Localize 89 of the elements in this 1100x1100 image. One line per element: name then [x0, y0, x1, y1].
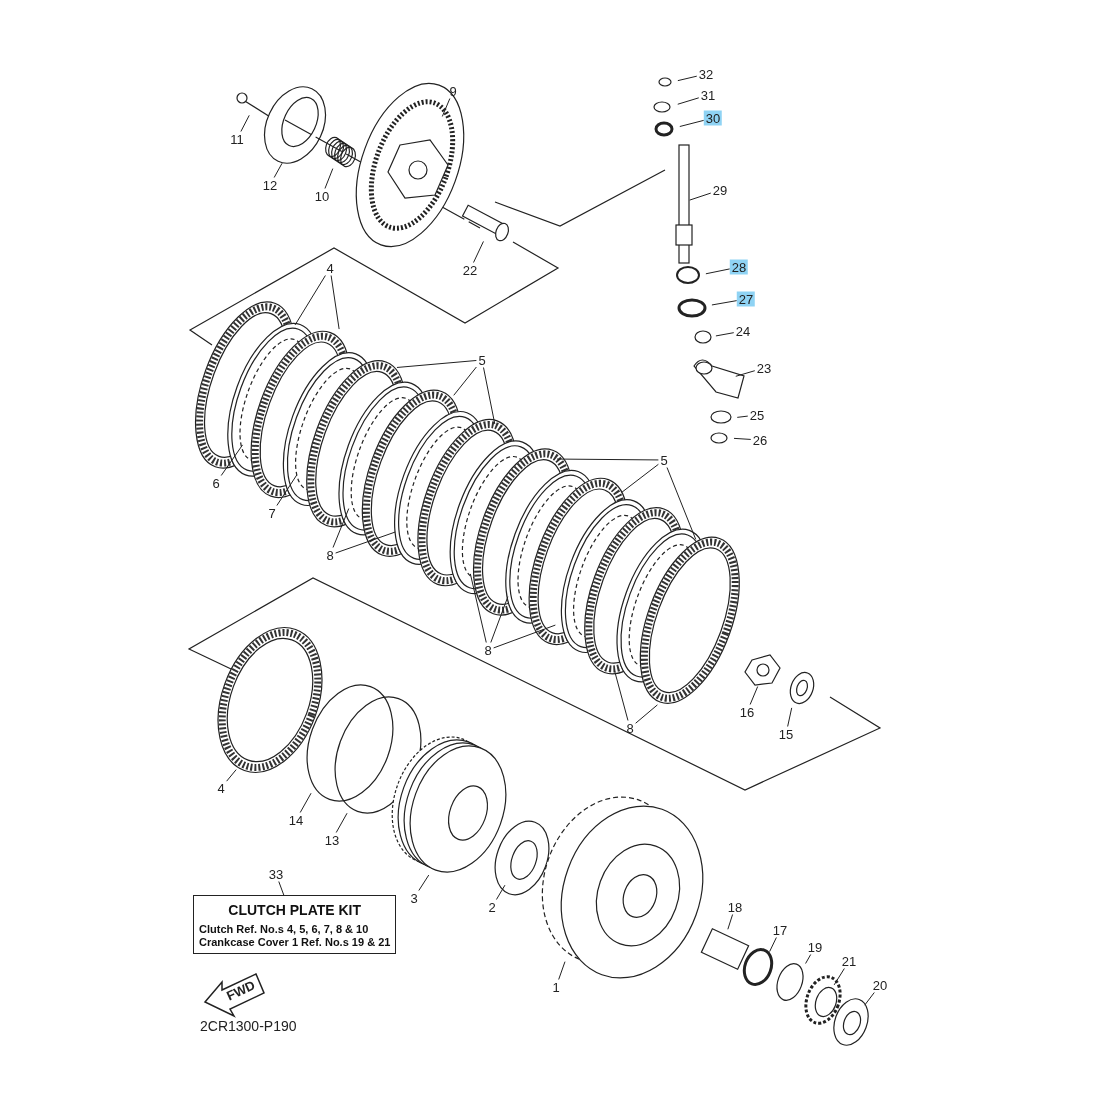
drawing-code: 2CR1300-P190: [200, 1018, 297, 1034]
leader-line: [299, 792, 312, 813]
callout-number: 20: [870, 977, 890, 993]
callout-number: 19: [805, 939, 825, 955]
callout-number: 2: [486, 899, 498, 915]
leader-line: [294, 275, 326, 326]
leader-line: [715, 332, 735, 337]
leader-line: [330, 275, 340, 330]
callout-number: 33: [266, 866, 286, 882]
leader-line: [677, 97, 700, 105]
leader-line: [332, 508, 350, 548]
leader-line: [418, 874, 430, 891]
leader-line: [727, 914, 734, 930]
leader-line: [493, 624, 556, 649]
leader-line: [805, 954, 812, 964]
leader-line: [864, 992, 875, 1006]
kit-note-box: [193, 895, 397, 954]
leader-line: [490, 596, 509, 643]
callout-number: 15: [776, 726, 796, 742]
callout-number: 24: [733, 323, 753, 339]
leader-line: [666, 467, 697, 540]
leader-line: [335, 812, 348, 833]
leader-line: [278, 881, 285, 896]
leader-line: [614, 670, 629, 721]
leader-line: [621, 463, 659, 493]
callout-number: 31: [698, 87, 718, 103]
callout-number: 8: [624, 720, 636, 736]
callout-number: 17: [770, 922, 790, 938]
direction-text: FWD: [224, 977, 258, 1004]
leader-line: [635, 704, 658, 724]
leader-line: [749, 686, 759, 705]
leader-line: [276, 474, 298, 506]
callout-number: 6: [210, 475, 222, 491]
leader-line: [324, 168, 334, 189]
callout-number: 18: [725, 899, 745, 915]
leader-line: [711, 300, 738, 306]
callout-number: 11: [228, 131, 246, 147]
callout-number: 8: [482, 642, 494, 658]
callout-number: 5: [658, 452, 670, 468]
leader-line: [733, 437, 752, 440]
leader-line: [273, 162, 283, 178]
callout-number: 28: [729, 259, 749, 275]
leader-line: [679, 119, 705, 127]
leader-line: [705, 268, 731, 275]
leader-line: [558, 961, 566, 980]
callout-number: 22: [460, 262, 480, 278]
leader-line: [833, 968, 845, 986]
leader-line: [441, 98, 451, 117]
callout-number: 12: [260, 177, 280, 193]
leader-line: [240, 114, 250, 132]
callout-number: 25: [747, 407, 767, 423]
callout-number: 21: [839, 953, 859, 969]
leader-line: [677, 75, 698, 82]
leader-line: [787, 707, 793, 727]
leader-line: [226, 769, 237, 782]
callout-number: 13: [322, 832, 342, 848]
callout-number: 16: [737, 704, 757, 720]
kit-reference-text: Crankcase Cover 1 Ref. No.s 19 & 21: [199, 936, 391, 948]
kit-reference-text: Clutch Ref. No.s 4, 5, 6, 7, 8 & 10: [199, 923, 370, 935]
callout-number: 27: [736, 291, 756, 307]
callout-number: 4: [215, 780, 227, 796]
leader-line: [769, 937, 777, 953]
callout-number: 29: [710, 182, 730, 198]
leader-line: [556, 458, 659, 461]
leader-line: [453, 366, 477, 396]
leader-line: [469, 573, 487, 643]
leader-line: [736, 415, 749, 418]
leader-line: [473, 240, 484, 263]
leader-line: [220, 444, 244, 476]
callout-number: 8: [324, 547, 336, 563]
callout-number: 3: [408, 890, 420, 906]
leader-line: [335, 531, 396, 554]
leader-line: [689, 192, 712, 201]
callout-number: 23: [754, 360, 774, 376]
leader-line: [495, 884, 506, 900]
callout-number: 32: [696, 66, 716, 82]
callout-number: 10: [312, 188, 332, 204]
leader-line: [396, 360, 477, 368]
callout-number: 5: [476, 352, 488, 368]
leader-line: [483, 367, 496, 425]
callout-number: 14: [286, 812, 306, 828]
callout-number: 26: [750, 432, 770, 448]
callout-number: 7: [266, 505, 278, 521]
callout-number: 4: [324, 260, 336, 276]
kit-title: CLUTCH PLATE KIT: [227, 902, 363, 918]
leader-line: [735, 370, 756, 377]
callout-number: 1: [550, 979, 562, 995]
callout-number: 30: [703, 110, 723, 126]
callout-number: 9: [447, 83, 459, 99]
